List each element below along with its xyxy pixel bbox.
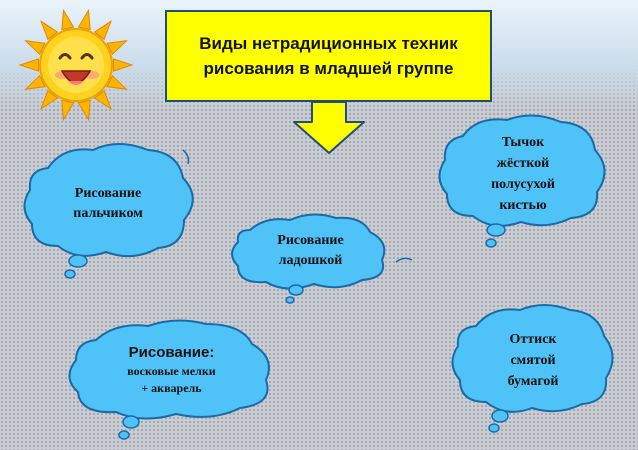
node-palm-painting: Рисование ладошкой xyxy=(228,212,413,307)
node-text: Рисование ладошкой xyxy=(277,233,344,268)
node-text: Тычок жёсткой полусухой кистью xyxy=(491,135,555,213)
node-heading: Рисование: xyxy=(128,344,215,361)
arrow-down-icon xyxy=(293,101,365,154)
sun-ray xyxy=(40,89,59,111)
node-label: Рисование: восковые мелки + акварель xyxy=(84,334,259,406)
cloud-shape xyxy=(438,114,606,248)
sun-ray xyxy=(61,8,75,31)
sun-ray xyxy=(93,89,112,111)
cloud-shape xyxy=(68,319,270,440)
node-label: Рисование пальчиком xyxy=(38,168,178,240)
node-brush-stippling: Тычок жёсткой полусухой кистью xyxy=(433,112,613,257)
sun-ray xyxy=(77,99,91,122)
cloud-shape xyxy=(451,304,614,433)
sun-ray xyxy=(18,58,39,72)
node-text: Рисование пальчиком xyxy=(73,186,143,221)
sun-ray xyxy=(106,74,128,90)
node-crayons-watercolor: Рисование: восковые мелки + акварель xyxy=(64,318,279,448)
sun-ray xyxy=(106,40,128,56)
sun-ray xyxy=(24,74,46,90)
node-label: Оттиск смятой бумагой xyxy=(468,314,598,406)
node-label: Тычок жёсткой полусухой кистью xyxy=(453,126,593,222)
cloud-shape xyxy=(23,143,194,279)
sun-icon xyxy=(18,8,134,122)
sun-ray xyxy=(61,99,75,122)
node-finger-painting: Рисование пальчиком xyxy=(18,138,198,283)
sun-ray xyxy=(113,58,134,72)
node-text: Оттиск смятой бумагой xyxy=(507,331,559,389)
diagram-title: Виды нетрадиционных техник рисования в м… xyxy=(199,34,458,78)
node-crumpled-paper-print: Оттиск смятой бумагой xyxy=(448,300,618,445)
sun-ray xyxy=(40,19,59,41)
sun-ray xyxy=(93,19,112,41)
cloud-shape xyxy=(231,213,413,304)
node-text: восковые мелки + акварель xyxy=(127,364,216,395)
sun-ray xyxy=(77,8,91,31)
diagram-title-box: Виды нетрадиционных техник рисования в м… xyxy=(165,10,492,102)
sun-ray xyxy=(24,40,46,56)
node-label: Рисование ладошкой xyxy=(248,222,373,280)
